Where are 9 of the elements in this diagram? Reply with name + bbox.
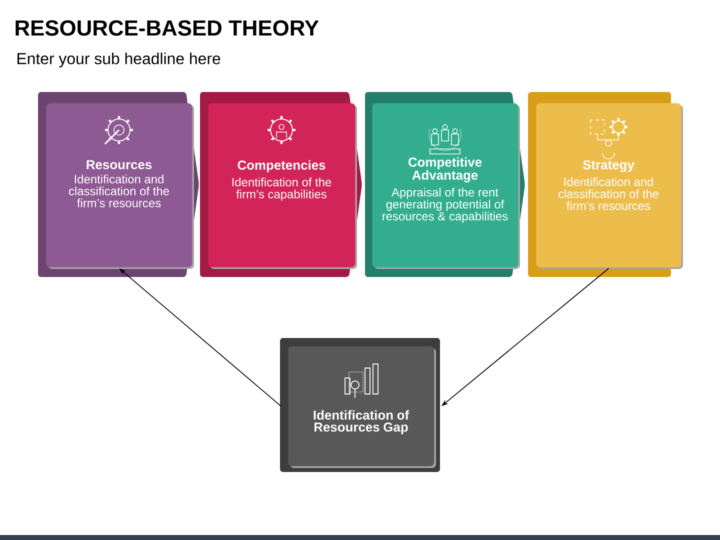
title: RESOURCE-BASED THEORY bbox=[16, 20, 319, 36]
subtitle: Enter your sub headline here bbox=[18, 52, 220, 68]
card-title: Competencies bbox=[238, 160, 326, 172]
card-title: Identification of Resources Gap bbox=[314, 410, 410, 434]
card-description: Appraisal of the rent generating potential of resources & capabilities bbox=[382, 188, 508, 223]
card-description: Identification of the firm’s capabilities bbox=[232, 178, 332, 201]
card-description: Identification and classification of the firm’s resources bbox=[69, 174, 169, 208]
card-title: Resources bbox=[86, 160, 152, 170]
card-title: Competitive Advantage bbox=[408, 157, 482, 182]
